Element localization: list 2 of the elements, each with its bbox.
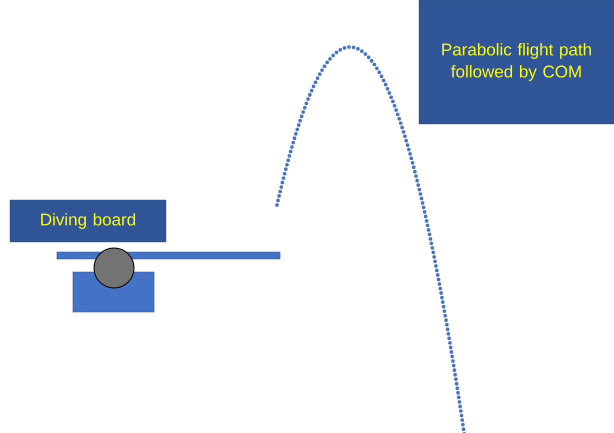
label-box: Parabolic flight path followed by COM: [418, 0, 614, 124]
label-box: Diving board: [10, 200, 166, 242]
